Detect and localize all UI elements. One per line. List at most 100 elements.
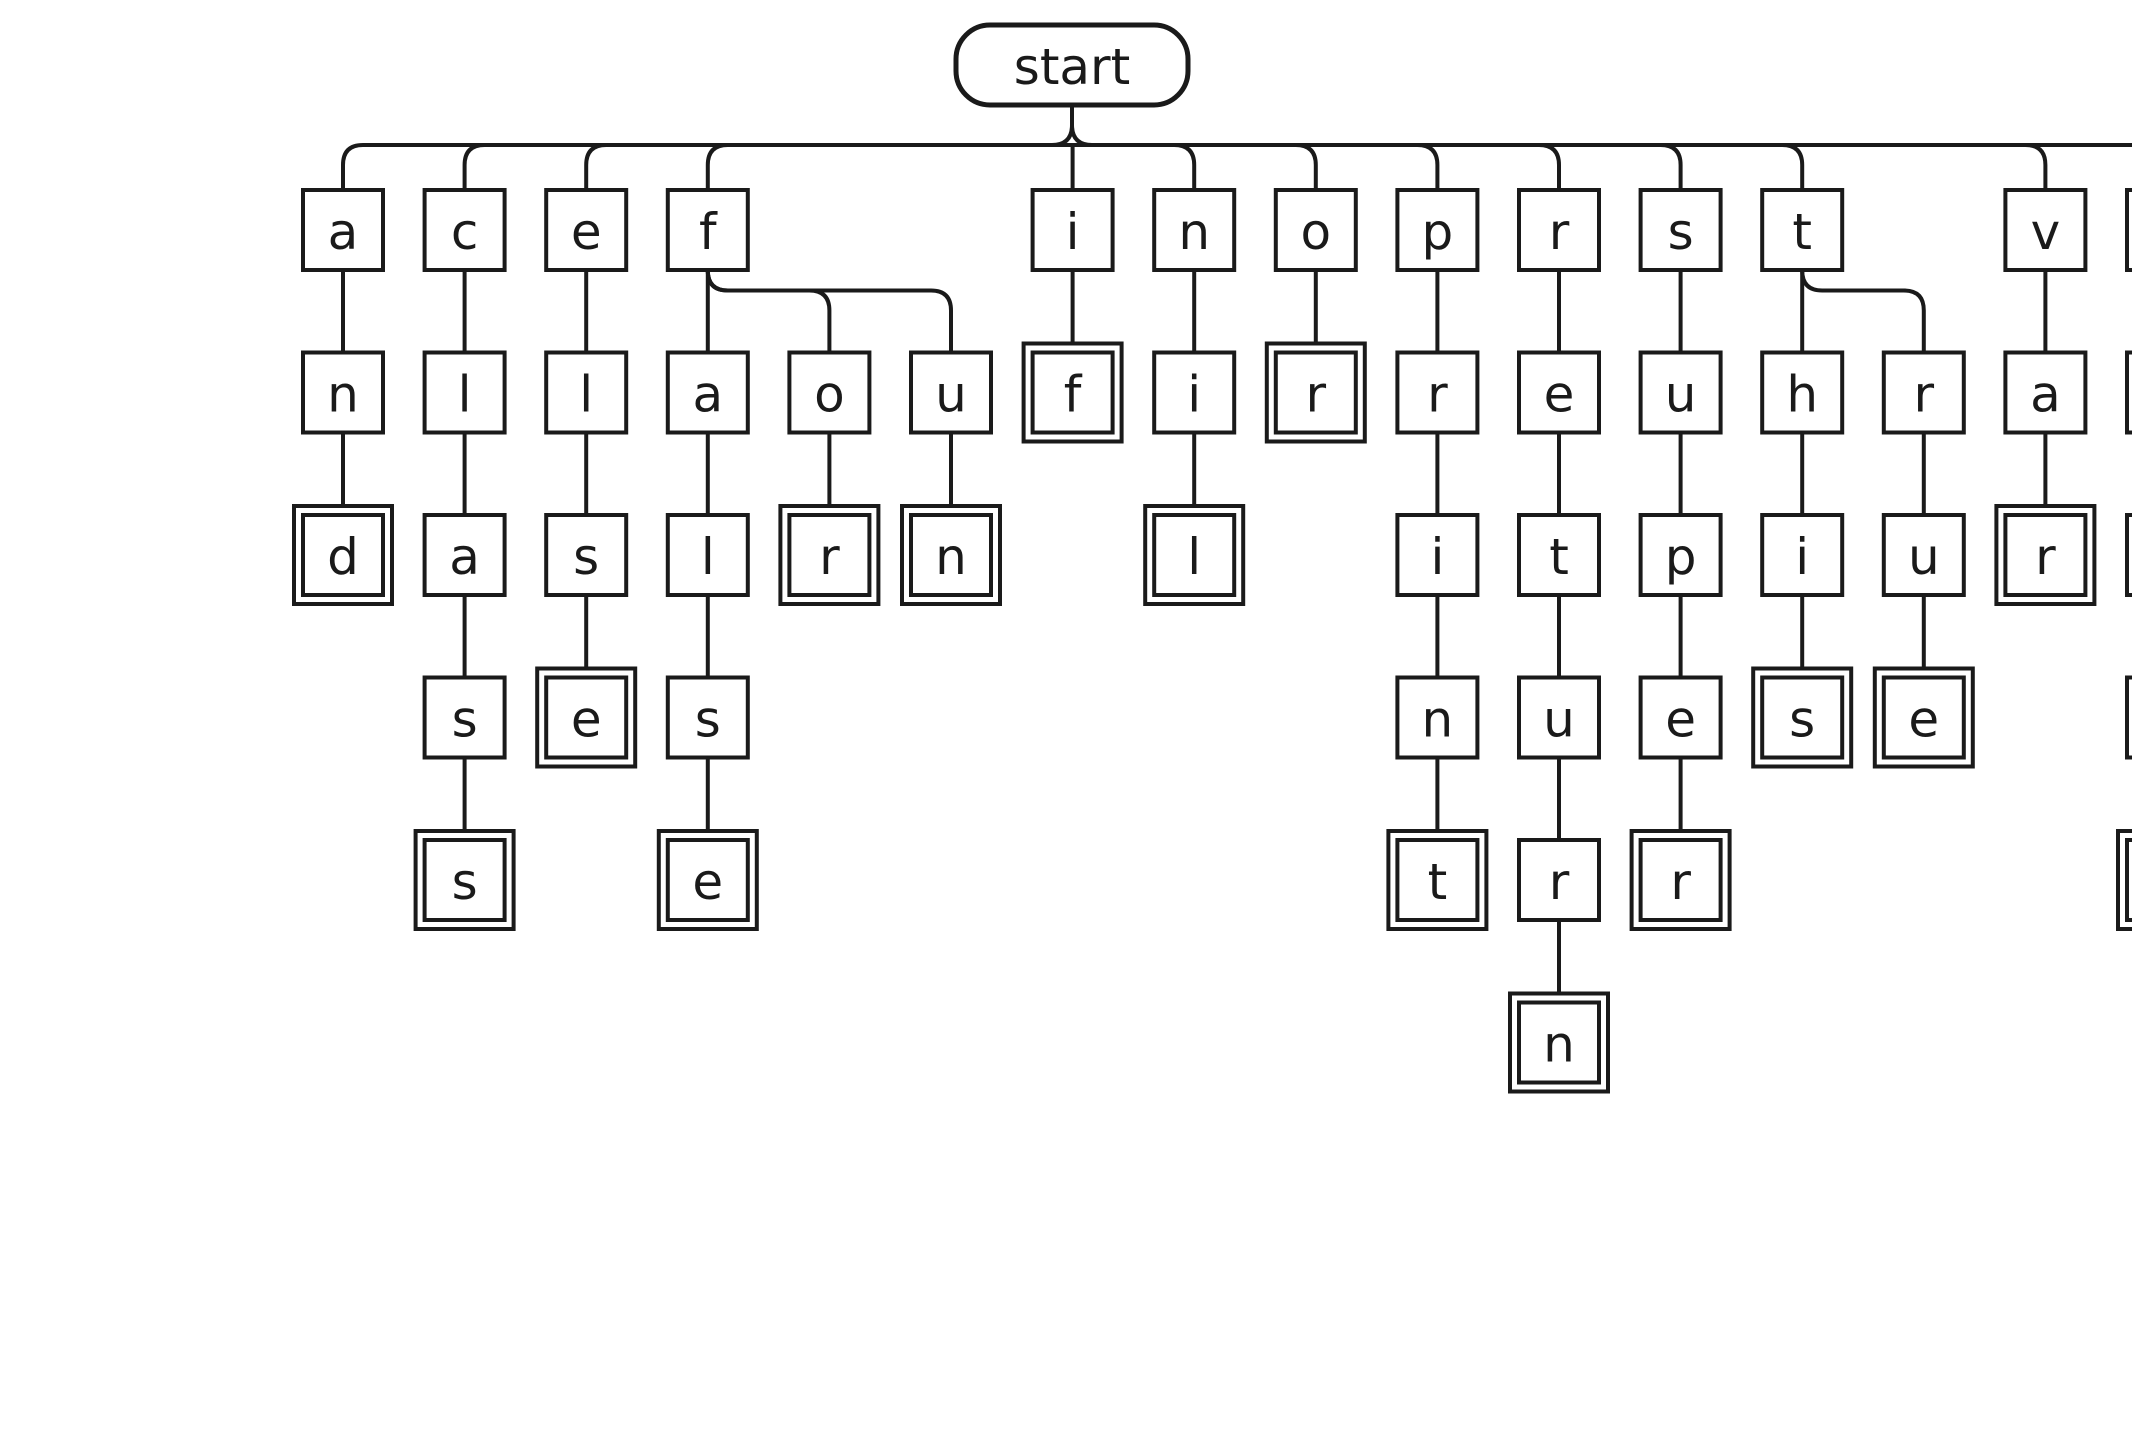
trie-node-frame bbox=[422, 513, 507, 597]
trie-node-f-u: u bbox=[909, 350, 993, 435]
trie-node-r-e: e bbox=[1517, 350, 1601, 435]
trie-node-letter: s bbox=[1668, 203, 1694, 261]
trie-node-frame bbox=[1517, 675, 1601, 760]
trie-node-frame bbox=[1517, 350, 1601, 435]
trie-node-frame bbox=[1517, 188, 1601, 272]
trie-node-frame bbox=[422, 675, 507, 760]
trie-node-f-a-l-s-e: e bbox=[656, 829, 759, 931]
trie-node-letter: r bbox=[1549, 853, 1570, 911]
trie-node-letter: p bbox=[1665, 528, 1697, 586]
trie-node-letter: s bbox=[573, 528, 599, 586]
trie-node-frame bbox=[1638, 513, 1723, 597]
trie-node-i-f: f bbox=[1021, 341, 1124, 444]
trie-node-s: s bbox=[1638, 188, 1723, 272]
trie-node-c-l: l bbox=[422, 350, 507, 435]
trie-node-letter: l bbox=[458, 366, 472, 424]
trie-node-frame bbox=[1760, 675, 1845, 760]
trie-node-letter: t bbox=[1549, 528, 1569, 586]
trie-node-letter: l bbox=[579, 366, 593, 424]
trie-node-letter: s bbox=[452, 853, 478, 911]
trie-node-t-r: r bbox=[1881, 350, 1966, 435]
trie-node-t-r-u: u bbox=[1881, 513, 1966, 597]
trie-node-n-i: i bbox=[1152, 350, 1237, 435]
trie-node-e-l: l bbox=[544, 350, 629, 435]
trie-node-f-a: a bbox=[665, 350, 750, 435]
trie-node-frame bbox=[1395, 188, 1480, 272]
trie-node-letter: e bbox=[1665, 691, 1696, 749]
trie-node-letter: a bbox=[692, 366, 723, 424]
trie-node-letter: n bbox=[1178, 203, 1210, 261]
trie-node-frame bbox=[301, 350, 385, 435]
trie-node-letter: s bbox=[695, 691, 721, 749]
trie-node-frame bbox=[301, 513, 385, 597]
trie-node-frame bbox=[1273, 188, 1358, 272]
trie-node-f-a-l-s: s bbox=[665, 675, 750, 760]
trie-node-frame bbox=[665, 675, 750, 760]
trie-node-letter: s bbox=[1789, 691, 1815, 749]
trie-node-t-h-i: i bbox=[1760, 513, 1845, 597]
trie-node-i: i bbox=[1030, 188, 1115, 272]
trie-node-frame bbox=[2125, 188, 2132, 272]
trie-node-frame bbox=[909, 513, 993, 597]
edge-root-v bbox=[2023, 143, 2048, 192]
trie-node-frame bbox=[1881, 350, 1966, 435]
trie-node-frame bbox=[2003, 188, 2088, 272]
trie-node-frame bbox=[422, 838, 507, 922]
trie-node-a: a bbox=[301, 188, 385, 272]
edge-root-f bbox=[705, 143, 730, 192]
trie-node-frame bbox=[1881, 513, 1966, 597]
trie-node-w-h: h bbox=[2125, 350, 2132, 435]
trie-node-frame bbox=[1517, 513, 1601, 597]
edge-t-r bbox=[1800, 268, 1926, 355]
edge-root-o bbox=[1293, 143, 1318, 192]
trie-node-letter: a bbox=[328, 203, 359, 261]
trie-node-t-h-i-s: s bbox=[1751, 666, 1854, 769]
trie-node-frame bbox=[1638, 675, 1723, 760]
trie-node-letter: v bbox=[2031, 203, 2061, 261]
trie-node-w-h-i: i bbox=[2125, 513, 2132, 597]
trie-node-letter: i bbox=[1066, 203, 1080, 261]
trie-node-letter: i bbox=[1430, 528, 1444, 586]
trie-node-r: r bbox=[1517, 188, 1601, 272]
trie-node-letter: u bbox=[1908, 528, 1940, 586]
trie-node-p-r: r bbox=[1395, 350, 1480, 435]
trie-node-letter: o bbox=[1301, 203, 1332, 261]
trie-node-v-a: a bbox=[2003, 350, 2088, 435]
trie-node-letter: i bbox=[1187, 366, 1201, 424]
trie-node-a-n-d: d bbox=[292, 504, 394, 606]
trie-node-letter: u bbox=[1543, 691, 1575, 749]
trie-node-letter: r bbox=[1306, 366, 1327, 424]
trie-node-letter: l bbox=[701, 528, 715, 586]
root-node-frame bbox=[953, 22, 1191, 108]
trie-node-frame bbox=[665, 838, 750, 922]
trie-node-frame bbox=[422, 188, 507, 272]
trie-node-frame bbox=[2125, 513, 2132, 597]
trie-node-a-n: n bbox=[301, 350, 385, 435]
trie-node-w-h-i-l-e: e bbox=[2116, 829, 2132, 931]
trie-node-e-l-s-e: e bbox=[535, 666, 638, 769]
trie-node-letter: a bbox=[449, 528, 480, 586]
trie-node-r-e-t: t bbox=[1517, 513, 1601, 597]
trie-node-letter: a bbox=[2030, 366, 2061, 424]
trie-node-c-l-a-s: s bbox=[422, 675, 507, 760]
trie-node-letter: f bbox=[1064, 366, 1083, 424]
trie-node-f-a-l: l bbox=[665, 513, 750, 597]
edge-root-t bbox=[1780, 143, 1805, 192]
trie-node-e: e bbox=[544, 188, 629, 272]
trie-node-frame bbox=[1152, 350, 1237, 435]
trie-node-r-e-t-u-r-n: n bbox=[1508, 991, 1610, 1094]
trie-node-frame bbox=[1395, 838, 1480, 922]
trie-nodes: andclasselsefalseorunifnilorprintreturns… bbox=[292, 188, 2132, 1094]
trie-node-frame bbox=[1273, 350, 1358, 435]
trie-node-frame bbox=[1395, 513, 1480, 597]
trie-node-letter: n bbox=[327, 366, 359, 424]
edge-root-e bbox=[584, 143, 609, 192]
trie-node-frame bbox=[1395, 350, 1480, 435]
trie-node-c: c bbox=[422, 188, 507, 272]
trie-node-t-r-u-e: e bbox=[1872, 666, 1975, 769]
edge-root-s bbox=[1658, 143, 1683, 192]
trie-node-letter: e bbox=[692, 853, 723, 911]
trie-node-frame bbox=[2125, 350, 2132, 435]
edge-root-p bbox=[1415, 143, 1440, 192]
